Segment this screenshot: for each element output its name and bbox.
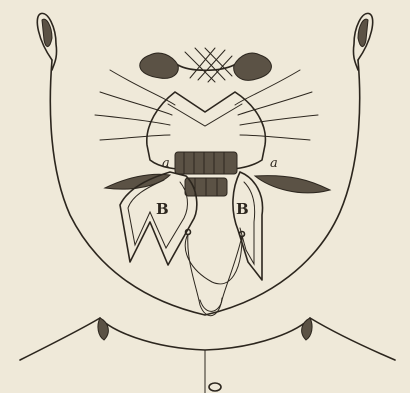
label-point-right: a (270, 156, 278, 171)
label-flap-right: B (236, 200, 249, 218)
label-point-left: a (162, 156, 170, 171)
label-flap-left: B (156, 200, 169, 218)
